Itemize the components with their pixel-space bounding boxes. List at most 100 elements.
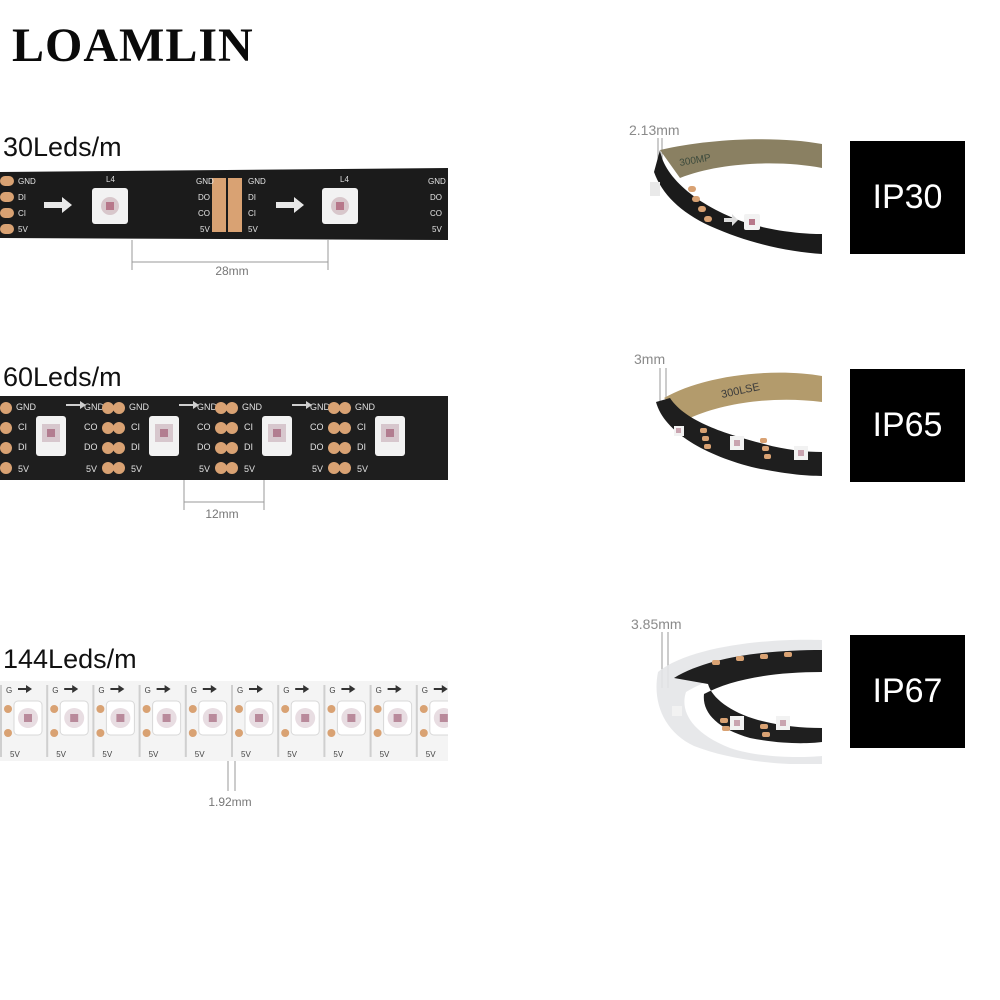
copper-pad [215,442,227,454]
pad-text: G [191,686,197,695]
pad-text: G [376,686,382,695]
led-core [47,429,55,437]
pad-text: G [6,686,12,695]
arrow-right-icon [387,685,402,693]
copper-pad [281,729,290,737]
pad-text: 5V [195,750,205,759]
chip-label: L4 [106,175,115,184]
led-core [273,429,281,437]
strip-side-view-60: 300LSE [646,368,822,482]
thickness-label-30: 2.13mm [629,122,680,138]
pad-text: 5V [102,750,112,759]
led-core [160,429,168,437]
pad-text: DI [18,442,27,452]
copper-pad [339,442,351,454]
pad-text: DO [197,442,211,452]
copper-pad [0,462,12,474]
led-core [439,714,448,722]
copper-pad [96,729,105,737]
led-core [116,714,125,722]
copper-pad [0,422,12,434]
copper-pad [0,442,12,454]
pad-text: 5V [199,464,210,474]
ip-rating-badge-30: IP30 [850,141,965,254]
pad-text: CO [84,422,98,432]
pad-text: G [422,686,428,695]
cut-line [138,685,141,757]
arrow-right-icon [724,214,738,226]
pad-text: CI [248,209,256,218]
cut-line [369,685,372,757]
pad-text: CO [197,422,211,432]
copper-pad [113,442,125,454]
pad-text: 5V [426,750,436,759]
density-label-144: 144Leds/m [3,644,137,674]
copper-pad [328,422,340,434]
pad-text: DI [131,442,140,452]
spacing-label-144: 1.92mm [208,795,252,809]
copper-pad [113,402,125,414]
density-label-30: 30Leds/m [3,132,122,162]
pad-text: DO [430,193,442,202]
copper-pad [235,729,243,737]
thickness-label-144: 3.85mm [631,616,682,632]
arrow-right-icon [66,401,86,409]
copper-pad [235,705,243,713]
pad-text: DI [244,442,253,452]
copper-pad [142,705,151,713]
pad-text: G [52,686,58,695]
arrow-right-icon [179,401,199,409]
copper-pad [281,705,290,713]
pad-text: GND [18,177,36,186]
brand-logo: LOAMLIN [12,19,254,72]
copper-pad [226,442,238,454]
spacing-dimension-60 [183,480,265,510]
led-core [208,714,217,722]
pad-text: GND [197,402,218,412]
arrow-right-icon [433,685,448,693]
pad-text: 5V [10,750,20,759]
pad-text: 5V [287,750,297,759]
ip-rating-badge-60: IP65 [850,369,965,482]
copper-pad [419,729,428,737]
copper-pad [328,442,340,454]
pad-text: DO [310,442,324,452]
copper-pad [102,422,114,434]
arrow-right-icon [156,685,171,693]
pad-text: 5V [86,464,97,474]
led-core [24,714,32,722]
ip-rating-badge-144: IP67 [850,635,965,748]
copper-pad [4,705,12,713]
cut-line [184,685,187,757]
pad-text: DO [198,193,210,202]
copper-pad [327,705,336,713]
arrow-right-icon [341,685,356,693]
copper-pad [102,402,114,414]
arrow-right-icon [202,685,217,693]
pad-text: 5V [248,225,258,234]
pad-text: CI [244,422,253,432]
pad-text: G [98,686,104,695]
copper-pad [0,402,12,414]
copper-pad [102,462,114,474]
copper-pad [102,442,114,454]
arrow-right-icon [276,197,304,213]
arrow-right-icon [249,685,263,693]
cut-line [0,685,2,757]
copper-pad [339,422,351,434]
copper-pad [373,729,382,737]
spacing-dimension-30 [131,240,329,270]
arrow-right-icon [295,685,310,693]
pad-text: 5V [432,225,442,234]
pad-text: GND [16,402,37,412]
density-label-60: 60Leds/m [3,362,122,392]
led-core [347,714,356,722]
pad-text: DI [357,442,366,452]
cut-line [415,685,418,757]
copper-pad [419,705,428,713]
pad-text: G [237,686,243,695]
copper-pad [113,462,125,474]
copper-pad [327,729,336,737]
